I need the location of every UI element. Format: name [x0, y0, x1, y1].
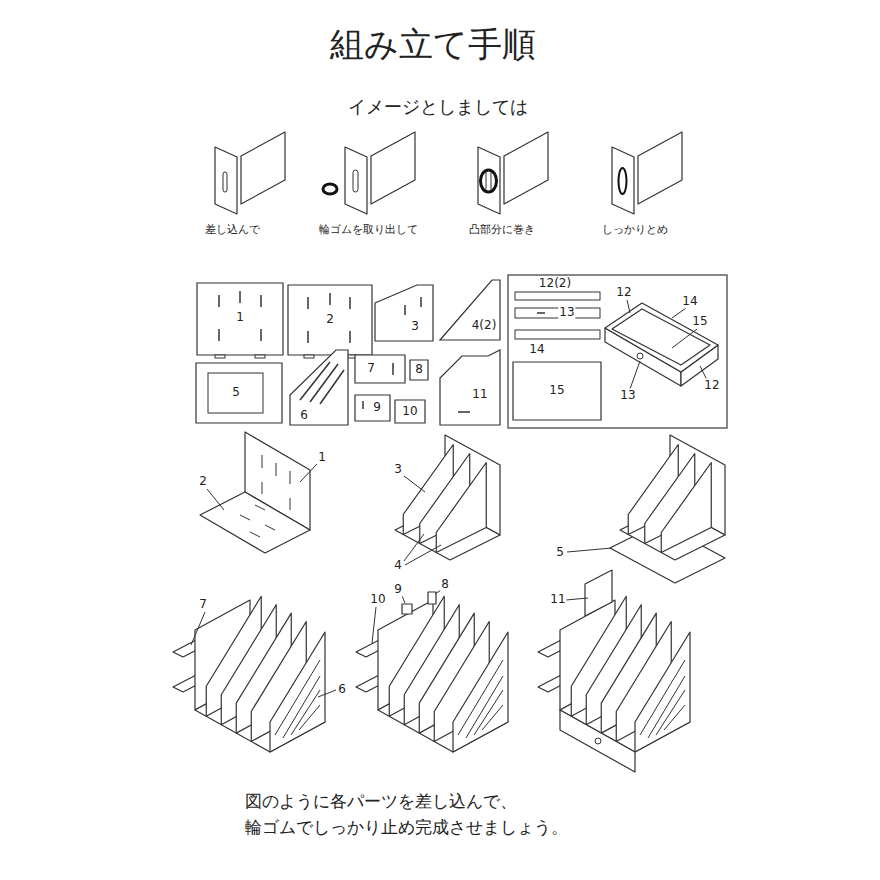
part-number-anchor: 1: [235, 311, 245, 324]
part-number-anchor: 3: [410, 320, 420, 333]
callout-number-anchor: 4: [393, 559, 403, 572]
part-number: 10: [401, 404, 418, 418]
callout-number: 13: [619, 388, 636, 402]
callout-number-anchor: 9: [393, 583, 403, 596]
step-caption-anchor: しっかりとめ: [601, 224, 669, 236]
part-piece: 2: [288, 285, 372, 355]
step-caption: 輪ゴムを取り出して: [318, 223, 419, 236]
part-piece: 12(2): [515, 277, 600, 303]
part-number: 13: [558, 305, 575, 319]
callout-number: 1: [317, 450, 327, 464]
part-piece: 6: [290, 350, 348, 425]
part-number-anchor: 11: [471, 388, 488, 401]
part-number: 5: [231, 385, 241, 399]
callout-number-anchor: 1: [317, 451, 327, 464]
callout-number: 11: [549, 592, 566, 606]
part-outline: [375, 285, 433, 341]
part-number-anchor: 12(2): [538, 277, 572, 290]
callout-number: 10: [369, 592, 386, 606]
title-anchor: 組み立て手順: [330, 26, 536, 63]
subtitle-anchor: イメージとしましては: [347, 97, 529, 117]
part-number-anchor: 14: [528, 343, 545, 356]
step-caption: 凸部分に巻き: [468, 223, 536, 236]
callout-number-anchor: 14: [681, 295, 698, 308]
part-number: 2: [325, 312, 335, 326]
part-outline: [355, 355, 405, 383]
callout-number-anchor: 12: [703, 379, 720, 392]
callout-number-anchor: 11: [549, 593, 566, 606]
callout-number: 15: [691, 314, 708, 328]
part-number: 1: [235, 310, 245, 324]
callout-number: 4: [393, 558, 403, 572]
callout-number: 6: [337, 682, 347, 696]
caption: 図のように各パーツを差し込んで、 輪ゴムでしっかり止め完成させましょう。: [245, 788, 585, 840]
callout-number: 9: [393, 582, 403, 596]
part-number: 3: [410, 319, 420, 333]
callout-number-anchor: 12: [615, 286, 632, 299]
part-piece: 3: [375, 285, 433, 341]
part-number: 9: [372, 400, 382, 414]
callout-number: 12: [615, 285, 632, 299]
callout-number-anchor: 10: [369, 593, 386, 606]
part-number-anchor: 6: [299, 409, 309, 422]
part-number: 4(2): [471, 318, 498, 332]
part-number-anchor: 15: [548, 384, 565, 397]
part-piece: 7: [355, 355, 405, 383]
part-piece: 5: [196, 363, 282, 423]
part-piece: 14: [515, 330, 600, 358]
callout-number-anchor: 7: [198, 598, 208, 611]
part-number: 12(2): [538, 276, 572, 290]
part-number: 14: [528, 342, 545, 356]
callout-number: 5: [555, 545, 565, 559]
part-piece: 9: [355, 395, 390, 421]
callout-number: 7: [198, 597, 208, 611]
callout-number-anchor: 5: [555, 546, 565, 559]
part-number-anchor: 13: [558, 306, 575, 319]
step-caption: 差し込んで: [204, 223, 261, 236]
part-number-anchor: 10: [401, 405, 418, 418]
part-number-anchor: 9: [372, 401, 382, 414]
part-number-anchor: 8: [414, 363, 424, 376]
callout-number-anchor: 13: [619, 389, 636, 402]
part-piece: 13: [515, 305, 600, 321]
part-piece: 1: [197, 283, 283, 355]
part-number-anchor: 4(2): [471, 319, 498, 332]
part-number: 15: [548, 383, 565, 397]
callout-number: 3: [393, 462, 403, 476]
part-piece: 10: [395, 400, 425, 423]
step-caption-anchor: 凸部分に巻き: [468, 224, 536, 236]
callout-number: 2: [198, 474, 208, 488]
callout-number-anchor: 8: [440, 578, 450, 591]
part-number: 8: [414, 362, 424, 376]
callout-number-anchor: 15: [691, 315, 708, 328]
part-piece: 11: [440, 350, 500, 425]
part-piece: 15: [513, 362, 601, 420]
part-number-anchor: 7: [366, 362, 376, 375]
part-number-anchor: 5: [231, 386, 241, 399]
callout-number: 12: [703, 378, 720, 392]
callout-number-anchor: 2: [198, 475, 208, 488]
title: 組み立て手順: [330, 24, 536, 64]
part-number-anchor: 2: [325, 313, 335, 326]
part-number: 11: [471, 387, 488, 401]
step-caption: しっかりとめ: [601, 223, 669, 236]
part-number: 6: [299, 408, 309, 422]
part-outline: [440, 350, 500, 425]
part-piece: 8: [410, 360, 428, 380]
callout-number-anchor: 6: [337, 683, 347, 696]
step-caption-anchor: 輪ゴムを取り出して: [318, 224, 419, 236]
step-caption-anchor: 差し込んで: [204, 224, 261, 236]
subtitle: イメージとしましては: [347, 96, 529, 117]
callout-number: 14: [681, 294, 698, 308]
part-number: 7: [366, 361, 376, 375]
callout-number: 8: [440, 577, 450, 591]
callout-number-anchor: 3: [393, 463, 403, 476]
part-piece: 4(2): [440, 280, 500, 340]
